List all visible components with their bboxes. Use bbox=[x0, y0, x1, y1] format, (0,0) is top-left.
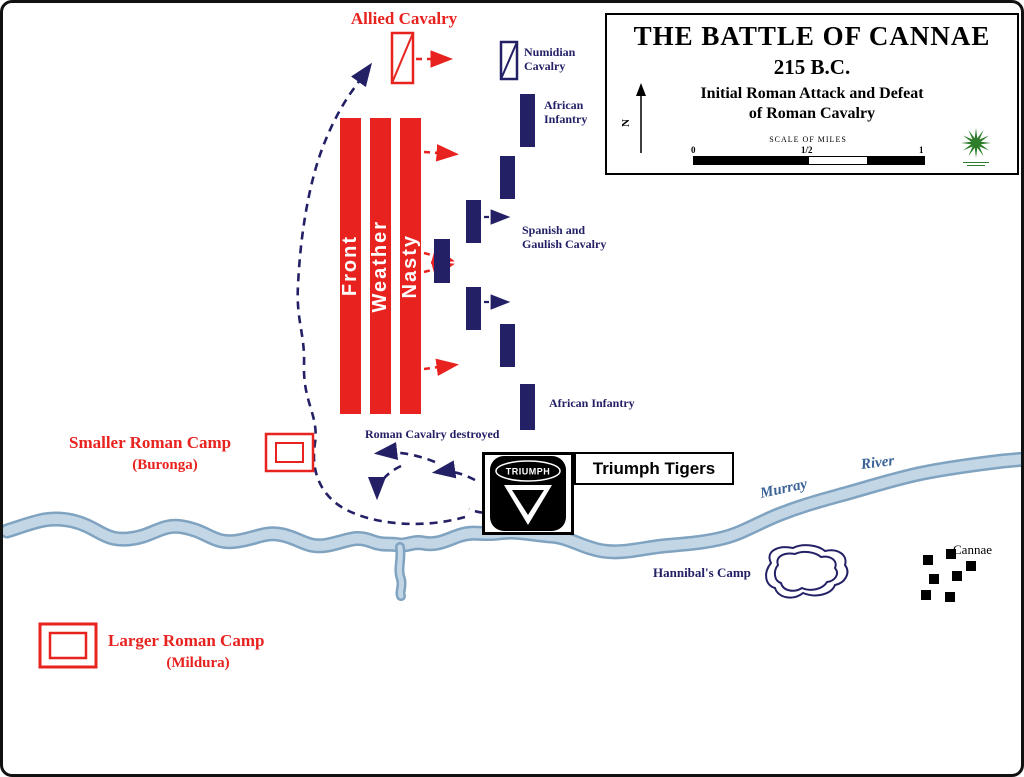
triumph-badge-text: TRIUMPH bbox=[506, 467, 551, 477]
map-graphics bbox=[3, 31, 1021, 669]
weather-front-bar-right: Nasty bbox=[399, 118, 421, 414]
map-date: 215 B.C. bbox=[773, 55, 851, 79]
african-infantry-bottom-symbol bbox=[520, 384, 535, 430]
gaulish-cavalry-symbol bbox=[466, 200, 481, 243]
weather-front-bar-middle: Weather bbox=[369, 118, 391, 414]
gaulish-cavalry-symbol bbox=[500, 324, 515, 367]
north-label: N bbox=[621, 119, 632, 127]
bar-label-front: Front bbox=[339, 235, 361, 297]
larger-roman-camp-subtitle: (Mildura) bbox=[166, 655, 230, 671]
cannae-village-symbol bbox=[921, 549, 976, 602]
attack-arrow-top bbox=[423, 144, 459, 162]
scale-tick-0: 0 bbox=[691, 145, 696, 155]
triumph-tigers-label-box: Triumph Tigers bbox=[574, 452, 734, 485]
scale-tick-1: 1 bbox=[919, 145, 924, 155]
african-infantry-bottom-label: African Infantry bbox=[549, 396, 635, 410]
smaller-roman-camp-subtitle: (Buronga) bbox=[132, 457, 198, 473]
north-arrow-icon: N bbox=[620, 81, 655, 166]
allied-cavalry-label: Allied Cavalry bbox=[350, 9, 458, 28]
larger-roman-camp-label: Larger Roman Camp bbox=[108, 631, 265, 650]
camp-symbols bbox=[38, 432, 315, 669]
larger-camp-symbol bbox=[38, 622, 98, 669]
smaller-camp-symbol bbox=[264, 432, 315, 473]
map-title: THE BATTLE OF CANNAE bbox=[633, 21, 991, 51]
bar-label-nasty: Nasty bbox=[399, 233, 421, 299]
scale-tick-half: 1/2 bbox=[801, 145, 813, 155]
retreat-arrow-1 bbox=[431, 460, 476, 482]
numidian-cavalry-label: Numidian Cavalry bbox=[524, 45, 576, 73]
cannae-label: Cannae bbox=[953, 542, 992, 557]
bar-label-weather: Weather bbox=[369, 219, 391, 313]
scale-label: SCALE OF MILES bbox=[769, 135, 847, 144]
weather-front-bar-left: Front bbox=[339, 118, 361, 414]
map-subtitle-line1: Initial Roman Attack and Defeat bbox=[700, 85, 924, 102]
attack-arrow-bottom bbox=[423, 358, 459, 376]
spanish-gaulish-cavalry-label: Spanish and Gaulish Cavalry bbox=[522, 223, 607, 251]
map-subtitle-line2: of Roman Cavalry bbox=[748, 105, 876, 122]
african-infantry-top-label: African Infantry bbox=[544, 98, 588, 126]
retreat-arrow-3 bbox=[367, 464, 402, 501]
title-box: THE BATTLE OF CANNAE 215 B.C. Initial Ro… bbox=[605, 13, 1019, 175]
retreat-arrow-2 bbox=[373, 441, 436, 464]
triumph-tigers-label: Triumph Tigers bbox=[592, 458, 716, 478]
african-infantry-top-symbol bbox=[520, 94, 535, 147]
hannibals-camp-label: Hannibal's Camp bbox=[653, 565, 751, 580]
unit-symbols bbox=[390, 31, 535, 430]
gaulish-cavalry-symbol bbox=[434, 239, 450, 283]
envelopment-curve-arrow bbox=[296, 62, 466, 526]
smaller-roman-camp-label: Smaller Roman Camp bbox=[69, 433, 232, 452]
triumph-logo: TRIUMPH bbox=[482, 452, 574, 535]
roman-attack-arrows bbox=[416, 50, 459, 376]
roman-cavalry-destroyed-label: Roman Cavalry destroyed bbox=[365, 427, 500, 441]
hannibals-camp-symbol bbox=[765, 544, 849, 599]
river-shape bbox=[3, 451, 1021, 601]
scale-bar bbox=[693, 156, 925, 165]
gaulish-cavalry-arrows bbox=[484, 209, 511, 310]
gaulish-cavalry-symbol bbox=[466, 287, 481, 330]
starburst-logo-icon bbox=[959, 127, 993, 176]
gaulish-cavalry-symbol bbox=[500, 156, 515, 199]
